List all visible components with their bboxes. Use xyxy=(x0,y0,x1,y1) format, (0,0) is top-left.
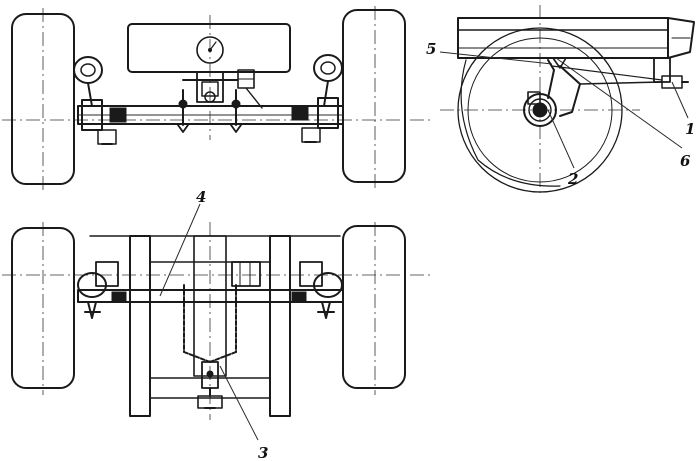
bottom-axle xyxy=(77,289,344,303)
leader-4 xyxy=(159,203,201,297)
brake-cylinder xyxy=(231,261,261,287)
callout-1: 1 xyxy=(685,120,695,138)
callout-2: 2 xyxy=(567,170,578,188)
left-hub xyxy=(81,99,103,131)
bottom-right-wheel xyxy=(342,225,406,389)
side-wheel-outer xyxy=(457,27,623,193)
leader-1 xyxy=(671,81,689,119)
left-brake-chamber xyxy=(73,56,103,84)
left-cam xyxy=(177,89,189,133)
right-hub xyxy=(317,97,339,129)
callout-6: 6 xyxy=(680,152,691,170)
leader-2 xyxy=(547,109,575,169)
callout-leaders xyxy=(159,51,689,441)
bottom-view xyxy=(2,222,430,420)
leader-3 xyxy=(219,365,259,441)
left-wheel xyxy=(11,13,75,185)
right-safety-chain xyxy=(209,284,237,363)
left-safety-chain xyxy=(183,284,211,363)
right-frame-rail xyxy=(269,235,291,417)
bottom-left-wheel xyxy=(11,227,75,389)
bottom-right-brake-chamber xyxy=(313,272,343,298)
gauge-dial xyxy=(196,36,224,64)
top-view xyxy=(2,6,430,192)
leader-6 xyxy=(555,57,683,149)
callout-5: 5 xyxy=(426,40,436,58)
brake-cable xyxy=(579,81,663,85)
trailer-frame xyxy=(457,17,669,59)
left-frame-rail xyxy=(129,235,151,417)
bottom-left-brake-chamber xyxy=(77,272,107,298)
right-cam xyxy=(230,89,242,133)
leader-5 xyxy=(439,51,553,65)
side-view xyxy=(440,5,695,195)
callout-3: 3 xyxy=(258,444,268,461)
callout-4: 4 xyxy=(196,188,206,206)
right-brake-chamber xyxy=(313,54,343,82)
right-wheel xyxy=(342,9,406,183)
fuel-tank xyxy=(127,23,291,73)
